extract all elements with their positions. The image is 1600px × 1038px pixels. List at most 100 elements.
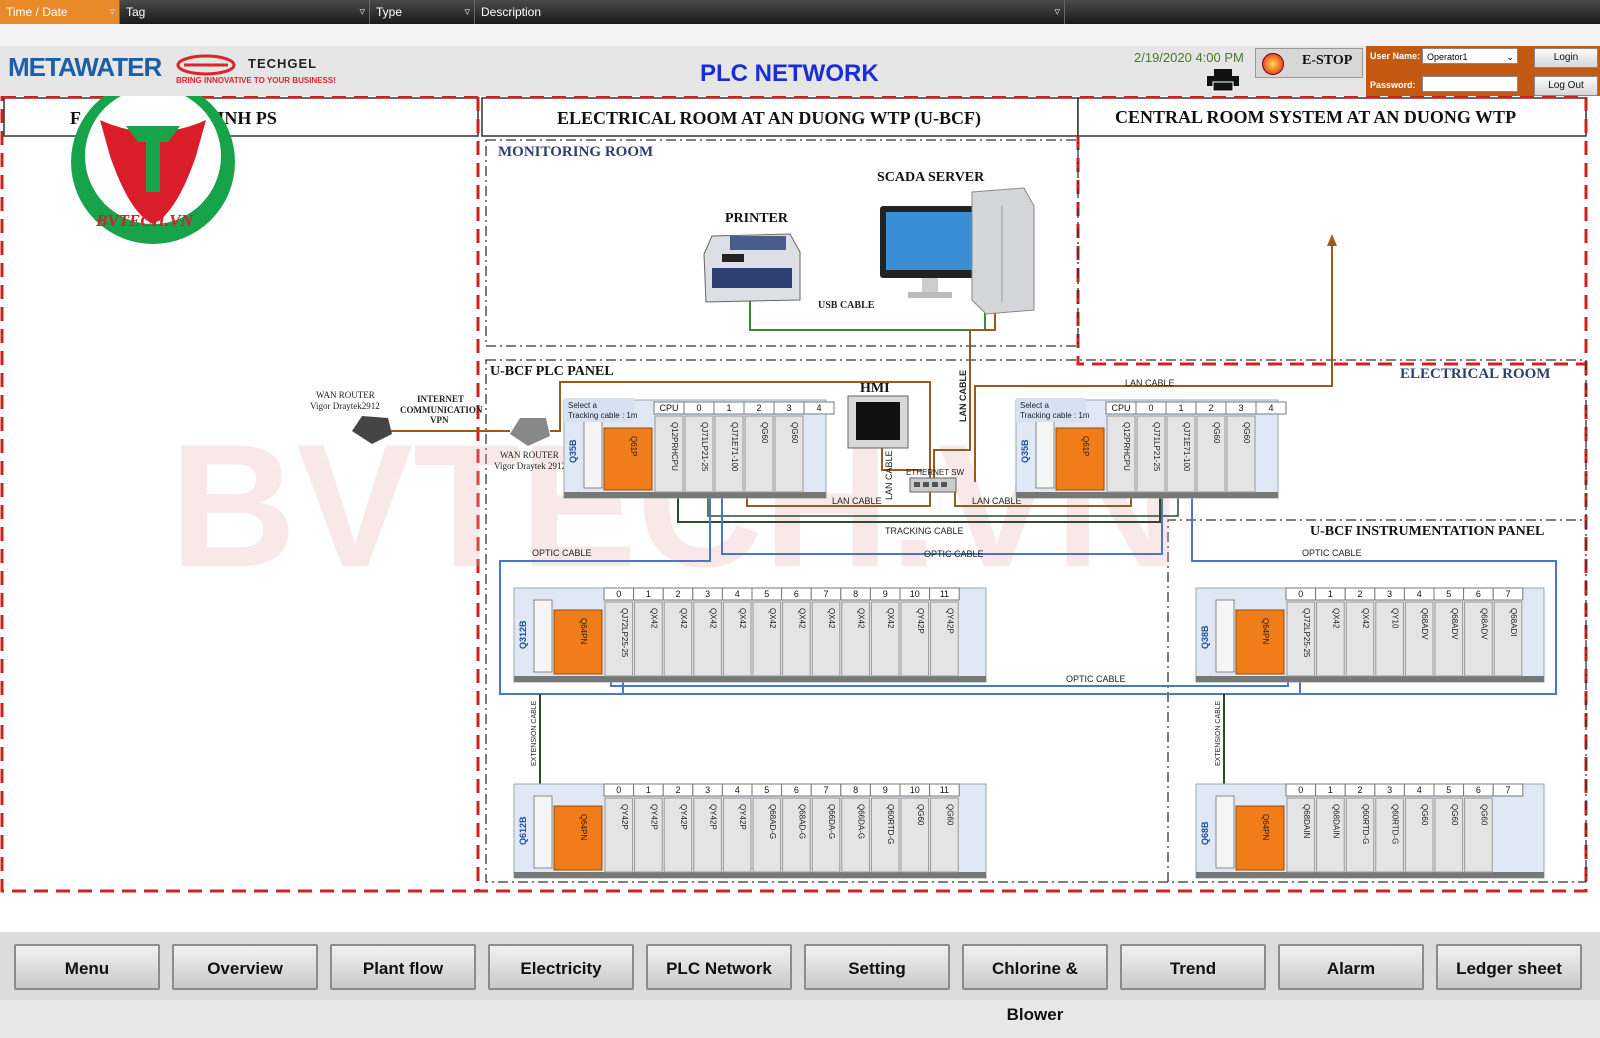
slot-number: 1 (646, 589, 651, 599)
wan-router-left-device[interactable] (352, 416, 392, 444)
rack-bracket (1215, 599, 1235, 673)
logout-button[interactable]: Log Out (1534, 76, 1598, 96)
slot-number: CPU (1111, 403, 1130, 413)
io-module-label: QG60 (1420, 804, 1429, 826)
io-module (693, 797, 722, 873)
column-tag[interactable]: Tag▿ (120, 0, 370, 24)
io-module (1375, 797, 1404, 873)
rack-rail (564, 492, 826, 498)
power-module (553, 805, 603, 871)
optic-cable-loop (499, 494, 1557, 695)
filter-icon[interactable]: ▿ (1054, 6, 1060, 18)
optic-cable-label-1: OPTIC CABLE (532, 548, 592, 558)
io-module-label: QY42P (738, 804, 747, 830)
slot-header (1492, 587, 1524, 601)
lan-cable-hmi-label: LAN CABLE (884, 450, 894, 500)
hmi-label: HMI (860, 381, 890, 396)
optic-cable-inner (721, 494, 1163, 555)
column-label: Time / Date (6, 5, 68, 19)
slot-number: 2 (675, 785, 680, 795)
slot-number: 3 (1387, 785, 1392, 795)
filter-icon[interactable]: ▿ (109, 6, 115, 18)
printer-device[interactable] (703, 233, 801, 303)
column-time-date[interactable]: Time / Date ▿ (0, 0, 120, 24)
lan-cable-plc2 (954, 491, 1132, 507)
lan-cable-plc1 (746, 491, 931, 507)
nav-trend-button[interactable]: Trend (1120, 944, 1266, 990)
rack-bracket (1035, 411, 1055, 489)
io-module-label: QG60 (1450, 804, 1459, 826)
vpn-label: VPN (430, 415, 449, 425)
nav-plc-network-button[interactable]: PLC Network (646, 944, 792, 990)
print-icon[interactable] (1206, 68, 1240, 92)
io-module-label: QX42 (857, 608, 866, 629)
io-module (684, 415, 714, 493)
rack-bracket (1215, 795, 1235, 869)
nav-menu-button[interactable]: Menu (14, 944, 160, 990)
slot-number: 0 (1298, 589, 1303, 599)
password-input[interactable] (1422, 76, 1518, 92)
slot-number: 2 (756, 403, 761, 413)
username-select[interactable]: Operator1⌄ (1422, 48, 1518, 64)
internet-label: INTERNET (417, 394, 464, 404)
io-module (811, 797, 841, 873)
io-module-label: QY42P (679, 804, 688, 830)
nav-ledger-sheet-button[interactable]: Ledger sheet (1436, 944, 1582, 990)
slot-number: 2 (1357, 589, 1362, 599)
nav-plant-flow-button[interactable]: Plant flow (330, 944, 476, 990)
slot-number: 5 (764, 785, 769, 795)
hmi-device[interactable] (847, 395, 909, 449)
rack-name: Q312B (518, 620, 528, 649)
slot-number: 1 (726, 403, 731, 413)
filter-icon[interactable]: ▿ (359, 6, 365, 18)
slot-number: 1 (1328, 589, 1333, 599)
slot-number: 0 (1148, 403, 1153, 413)
slot-number: 4 (735, 589, 740, 599)
io-module (634, 601, 663, 677)
io-module-label: QJ71E71-100 (1182, 422, 1191, 472)
estop-button[interactable]: E-STOP (1255, 48, 1363, 78)
io-module-label: QX42 (738, 608, 747, 629)
slot-number: 6 (794, 589, 799, 599)
slot-number: 11 (940, 589, 949, 599)
label-electrical-room: ELECTRICAL ROOM (1400, 366, 1550, 382)
slot-number: 5 (764, 589, 769, 599)
slot-number: 2 (675, 589, 680, 599)
column-description[interactable]: Description▿ (475, 0, 1065, 24)
slot-header (929, 587, 960, 601)
nav-setting-button[interactable]: Setting (804, 944, 950, 990)
wan-router-right-device[interactable] (510, 418, 550, 446)
slot-number: 7 (1505, 589, 1510, 599)
nav-electricity-button[interactable]: Electricity (488, 944, 634, 990)
io-module (782, 601, 811, 677)
rack-bracket (533, 599, 553, 673)
slot-number: 4 (1417, 589, 1422, 599)
slot-number: 4 (1268, 403, 1273, 413)
wan-router-left-label: WAN ROUTER (316, 390, 375, 400)
io-module-label: Q68AD-G (768, 804, 777, 839)
nav-overview-button[interactable]: Overview (172, 944, 318, 990)
power-module (553, 609, 603, 675)
column-type[interactable]: Type ▿ (370, 0, 475, 24)
io-module-label: QG60 (1242, 422, 1251, 444)
scada-server-device[interactable] (880, 187, 1035, 315)
slot-number: 5 (1446, 785, 1451, 795)
ethernet-switch-device[interactable] (909, 477, 957, 493)
io-module-label: Q68DAIN (1331, 804, 1340, 838)
nav-chlorine-blower-button[interactable]: Chlorine & Blower (962, 944, 1108, 1024)
header-an-duong: ELECTRICAL ROOM AT AN DUONG WTP (U-BCF) (557, 108, 981, 129)
io-module-label: QG60 (945, 804, 954, 826)
nav-alarm-button[interactable]: Alarm (1278, 944, 1424, 990)
io-module-label: QX42 (1361, 608, 1370, 629)
alarm-list-body[interactable] (0, 24, 1600, 47)
slot-number: 6 (1476, 785, 1481, 795)
label-plc-panel: U-BCF PLC PANEL (490, 364, 614, 379)
optic-cable-label-3: OPTIC CABLE (1302, 548, 1362, 558)
lan-cable-router (550, 381, 931, 482)
filter-icon[interactable]: ▿ (464, 6, 470, 18)
optic-cable-label-2: OPTIC CABLE (924, 549, 984, 559)
column-label: Type (376, 5, 403, 19)
login-button[interactable]: Login (1534, 48, 1598, 68)
io-module (1464, 601, 1493, 677)
